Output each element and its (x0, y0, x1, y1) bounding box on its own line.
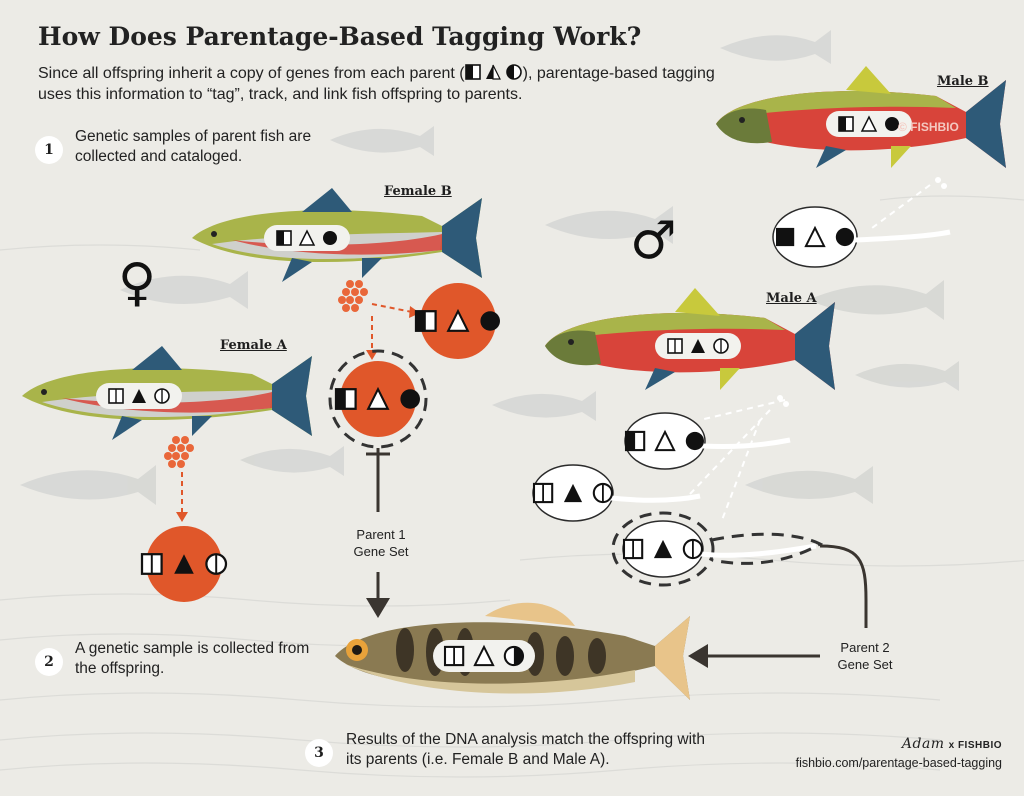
sperm-male-b (772, 206, 951, 268)
step-2-number: 2 (35, 648, 63, 676)
step-3-text: Results of the DNA analysis match the of… (346, 731, 705, 768)
male-a-gene-symbols (667, 338, 729, 354)
label-female-a: Female A (220, 338, 287, 353)
signature-x: x (948, 740, 955, 751)
female-a-gene-symbols (108, 388, 170, 404)
signature-brand: FISHBIO (957, 740, 1002, 751)
sperm-male-a-2 (532, 464, 701, 522)
female-b-gene-symbols (276, 230, 338, 246)
gene-symbols-icon (464, 64, 522, 80)
label-male-b: Male B (937, 74, 989, 89)
offspring-fish (335, 602, 690, 700)
egg-cluster-icon-a (164, 436, 194, 468)
sperm-male-a-selected (611, 511, 824, 587)
male-b-fish (716, 66, 1006, 168)
step-1-number: 1 (35, 136, 63, 164)
label-female-b: Female B (384, 184, 452, 199)
male-a-fish (545, 288, 835, 390)
intro-paragraph: Since all offspring inherit a copy of ge… (38, 63, 738, 105)
female-symbol-icon: ♀ (118, 253, 156, 313)
fishbio-watermark: © FISHBIO (898, 120, 959, 134)
egg-cluster-icon-b (338, 280, 368, 312)
credit-url: fishbio.com/parentage-based-tagging (795, 756, 1002, 770)
step-1-text: Genetic samples of parent fish are colle… (75, 128, 312, 165)
label-male-a: Male A (766, 291, 817, 306)
step-3-number: 3 (305, 739, 333, 767)
male-b-gene-symbols (838, 116, 900, 132)
signature-name: Adam (901, 736, 945, 752)
intro-text-after: ), parentage-based tagging uses this inf… (38, 65, 715, 103)
female-a-fish (22, 346, 312, 440)
arrow-icon-parent1 (366, 598, 390, 618)
page-title: How Does Parentage-Based Tagging Work? (38, 22, 642, 51)
male-symbol-icon: ♂ (630, 211, 677, 271)
female-b-fish (192, 188, 482, 282)
parent2-gene-set-label: Parent 2 Gene Set (832, 638, 898, 674)
selected-egg-outline (328, 349, 428, 449)
sperm-male-a-1 (624, 412, 791, 470)
parent1-gene-set-label: Parent 1 Gene Set (348, 525, 414, 561)
offspring-gene-symbols (443, 645, 525, 667)
step-2-text: A genetic sample is collected from the o… (75, 640, 310, 677)
intro-text-before: Since all offspring inherit a copy of ge… (38, 65, 465, 82)
arrow-icon-parent2 (688, 644, 708, 668)
